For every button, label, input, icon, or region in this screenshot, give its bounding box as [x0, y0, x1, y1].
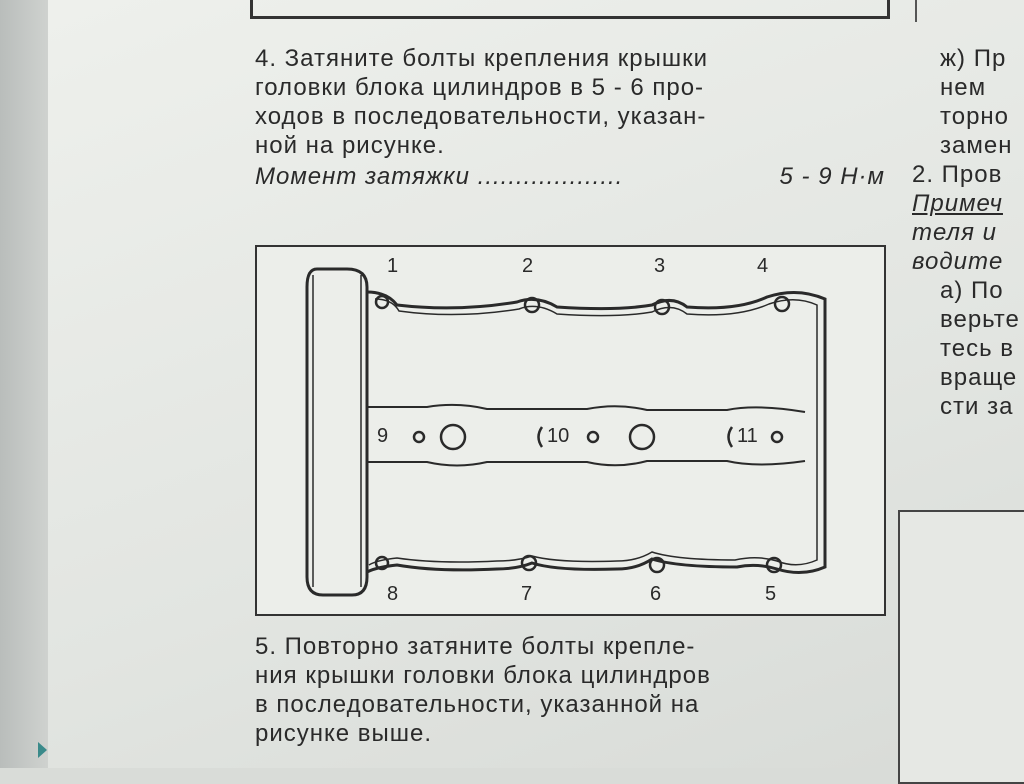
text-line: 5. Повторно затяните болты крепле-	[255, 633, 696, 660]
text-line: нем	[940, 74, 987, 101]
valve-cover-diagram: .lbl{position:absolute;font-size:20px;co…	[255, 245, 886, 616]
text-line: головки блока цилиндров в 5 - 6 про-	[255, 74, 705, 101]
text-line: замен	[940, 132, 1013, 159]
bolt-label: 9	[377, 425, 389, 447]
torque-value: 5 - 9 Н·м	[779, 163, 885, 190]
bolt-label: 7	[521, 583, 533, 605]
bolt-label: 6	[650, 583, 662, 605]
text-line: в последовательности, указанной на	[255, 691, 700, 718]
left-margin	[0, 0, 48, 768]
bolt-label: 11	[737, 425, 758, 447]
previous-figure-frame	[250, 0, 890, 19]
text-line: 4. Затяните болты крепления крышки	[255, 45, 708, 72]
bolt-label: 2	[522, 255, 534, 277]
bolt-label: 10	[547, 425, 570, 447]
column-divider	[915, 0, 917, 22]
text-line: верьте	[940, 306, 1020, 333]
note-heading: Примеч	[912, 190, 1003, 217]
bolt-label: 4	[757, 255, 769, 277]
text-line: а) По	[940, 277, 1004, 304]
text-line: ж) Пр	[940, 45, 1007, 72]
text-line: водите	[912, 248, 1004, 275]
text-line: тесь в	[940, 335, 1014, 362]
partial-figure-frame	[898, 510, 1024, 784]
torque-spec: Момент затяжки ................... 5 - 9 …	[255, 162, 885, 191]
text-line: ходов в последовательности, указан-	[255, 103, 707, 130]
text-line: рисунке выше.	[255, 720, 433, 747]
bolt-label: 1	[387, 255, 399, 277]
bolt-label: 3	[654, 255, 666, 277]
expand-arrow-icon[interactable]	[38, 742, 47, 758]
step-4-text: 4. Затяните болты крепления крышки голов…	[255, 44, 885, 191]
bolt-label: 5	[765, 583, 777, 605]
text-line: сти за	[940, 393, 1014, 420]
step-5-text: 5. Повторно затяните болты крепле- ния к…	[255, 632, 885, 748]
text-line: теля и	[912, 219, 997, 246]
text-line: 2. Пров	[912, 161, 1003, 188]
text-line: враще	[940, 364, 1018, 391]
text-line: ной на рисунке.	[255, 132, 445, 159]
text-line: торно	[940, 103, 1010, 130]
bolt-label: 8	[387, 583, 399, 605]
text-line: ния крышки головки блока цилиндров	[255, 662, 711, 689]
torque-label: Момент затяжки ...................	[255, 163, 624, 190]
right-column-text: ж) Пр нем торно замен 2. Пров Примеч тел…	[912, 44, 1024, 421]
